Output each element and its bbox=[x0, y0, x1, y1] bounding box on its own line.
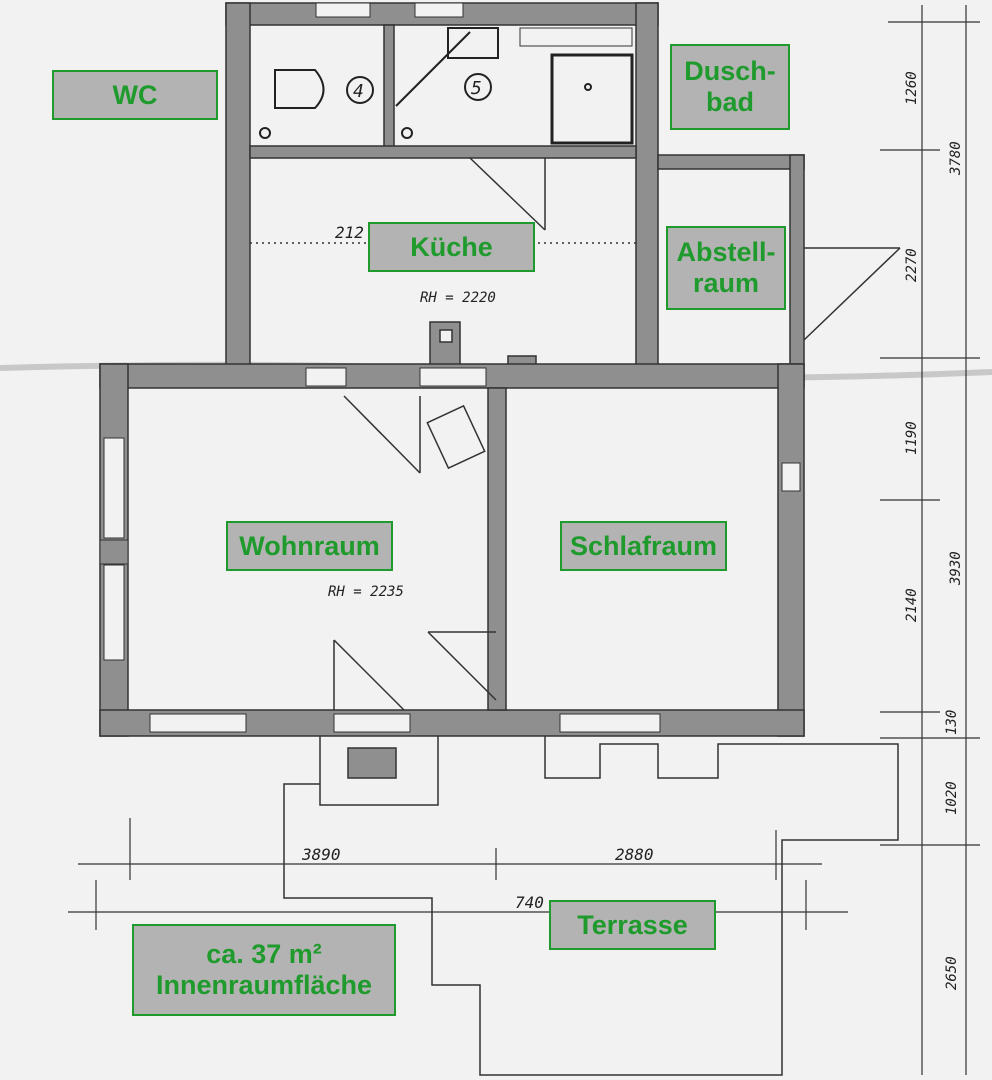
dim-bottom-left: 3890 bbox=[301, 845, 341, 864]
label-wohnraum: Wohnraum bbox=[226, 521, 393, 571]
dim-rh-kueche: RH = 2220 bbox=[420, 290, 496, 306]
abstell-door bbox=[803, 247, 901, 341]
label-duschbad: Dusch- bad bbox=[670, 44, 790, 130]
label-terrasse: Terrasse bbox=[549, 900, 716, 950]
label-kueche: Küche bbox=[368, 222, 535, 272]
dim-right-abstell: 2270 bbox=[904, 248, 920, 282]
dim-kueche-partial: 212 bbox=[335, 223, 364, 242]
dim-right-hall: 1190 bbox=[904, 421, 920, 455]
room-number-bad: 5 bbox=[471, 78, 482, 99]
dim-bottom-right: 2880 bbox=[615, 845, 654, 864]
top-wall-openings bbox=[315, 2, 633, 47]
dim-right-top-total: 3780 bbox=[948, 141, 964, 176]
dim-right-rooms: 2140 bbox=[904, 588, 920, 622]
room-number-wc: 4 bbox=[353, 81, 364, 102]
terrace-outline bbox=[283, 736, 899, 1076]
label-abstellraum: Abstell- raum bbox=[666, 226, 786, 310]
dim-right-small: 130 bbox=[944, 710, 960, 735]
label-wc: WC bbox=[52, 70, 218, 120]
lower-openings bbox=[103, 367, 801, 733]
dim-right-wc: 1260 bbox=[904, 71, 920, 105]
lower-fixtures bbox=[333, 395, 497, 711]
dim-right-terrace-2: 2650 bbox=[944, 956, 960, 990]
label-schlafraum: Schlafraum bbox=[560, 521, 727, 571]
dim-right-terrace-1: 1020 bbox=[944, 781, 960, 815]
wc-fixtures bbox=[259, 27, 634, 145]
dimension-lines bbox=[68, 5, 980, 1075]
label-flaeche: ca. 37 m² Innenraumfläche bbox=[132, 924, 396, 1016]
upper-walls bbox=[225, 2, 805, 369]
dim-right-rooms-total: 3930 bbox=[948, 551, 964, 586]
dim-bottom-total: 740 bbox=[515, 893, 544, 912]
dim-rh-wohnraum: RH = 2235 bbox=[328, 584, 404, 600]
